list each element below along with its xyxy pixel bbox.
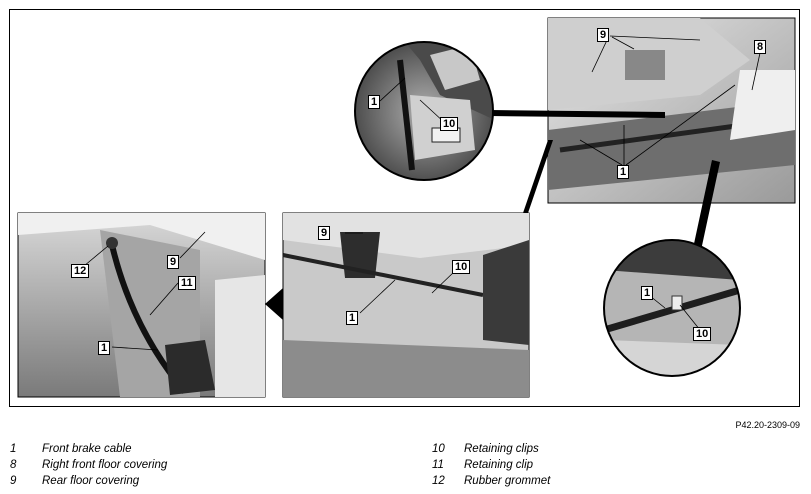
legend-text: Right front floor covering [42, 459, 168, 471]
connector-bar-top [490, 110, 665, 118]
callout-right-front-floor-covering: 8 [754, 40, 767, 54]
photo-middle [282, 212, 530, 398]
legend-number: 9 [10, 475, 17, 487]
legend-item: 9 Rear floor covering [10, 473, 167, 489]
legend-text: Rubber grommet [464, 475, 551, 487]
callout-brake-cable: 1 [346, 311, 359, 325]
legend-item: 12 Rubber grommet [432, 473, 550, 489]
legend-left: 1 Front brake cable 8 Right front floor … [10, 441, 167, 489]
callout-brake-cable: 1 [98, 341, 111, 355]
arrow-left-icon [265, 288, 292, 320]
callout-rear-floor-covering: 9 [597, 28, 610, 42]
legend-item: 1 Front brake cable [10, 441, 167, 457]
legend-text: Retaining clips [464, 443, 539, 455]
legend-number: 8 [10, 459, 17, 471]
photo-left [17, 212, 266, 398]
connector-line-middle [523, 140, 553, 213]
photo-top-right [547, 17, 796, 204]
legend-text: Retaining clip [464, 459, 534, 471]
connector-bar-right [692, 160, 720, 255]
legend-item: 10 Retaining clips [432, 441, 550, 457]
legend-right: 10 Retaining clips 11 Retaining clip 12 … [432, 441, 550, 489]
legend-number: 11 [432, 459, 444, 471]
legend-item: 8 Right front floor covering [10, 457, 167, 473]
callout-retaining-clips: 10 [693, 327, 712, 341]
legend-text: Rear floor covering [42, 475, 140, 487]
callout-rear-floor-covering: 9 [318, 226, 331, 240]
legend-number: 12 [432, 475, 445, 487]
legend-number: 10 [432, 443, 445, 455]
legend-item: 11 Retaining clip [432, 457, 550, 473]
callout-retaining-clips: 10 [440, 117, 459, 131]
legend-number: 1 [10, 443, 17, 455]
callout-brake-cable: 1 [368, 95, 381, 109]
callout-brake-cable: 1 [617, 165, 630, 179]
legend-text: Front brake cable [42, 443, 132, 455]
reference-code: P42.20-2309-09 [735, 420, 800, 430]
detail-circle-top [354, 41, 494, 181]
callout-retaining-clips: 10 [452, 260, 471, 274]
callout-rubber-grommet: 12 [71, 264, 90, 278]
callout-retaining-clip: 11 [178, 276, 196, 290]
callout-brake-cable: 1 [641, 286, 654, 300]
callout-rear-floor-covering: 9 [167, 255, 180, 269]
detail-circle-bottom [603, 239, 741, 377]
